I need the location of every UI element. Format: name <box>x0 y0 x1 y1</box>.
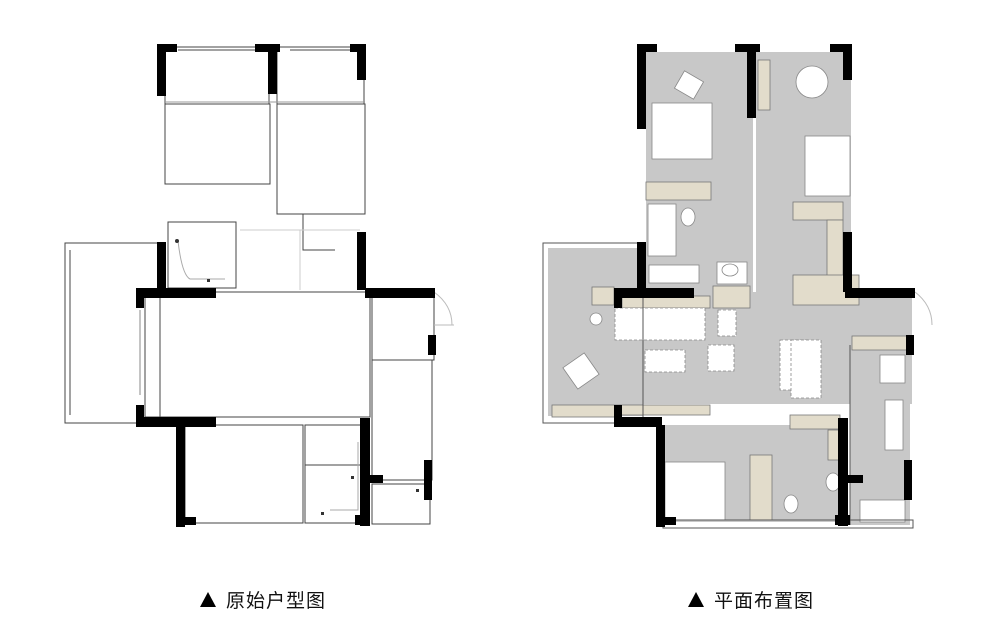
triangle-marker-icon <box>688 592 704 607</box>
layout-plan-title: 平面布置图 <box>714 590 815 612</box>
layout-plan-caption: 平面布置图 <box>688 586 814 613</box>
triangle-marker-icon <box>200 592 216 607</box>
original-plan-title: 原始户型图 <box>226 590 327 612</box>
original-plan-caption: 原始户型图 <box>200 586 326 613</box>
